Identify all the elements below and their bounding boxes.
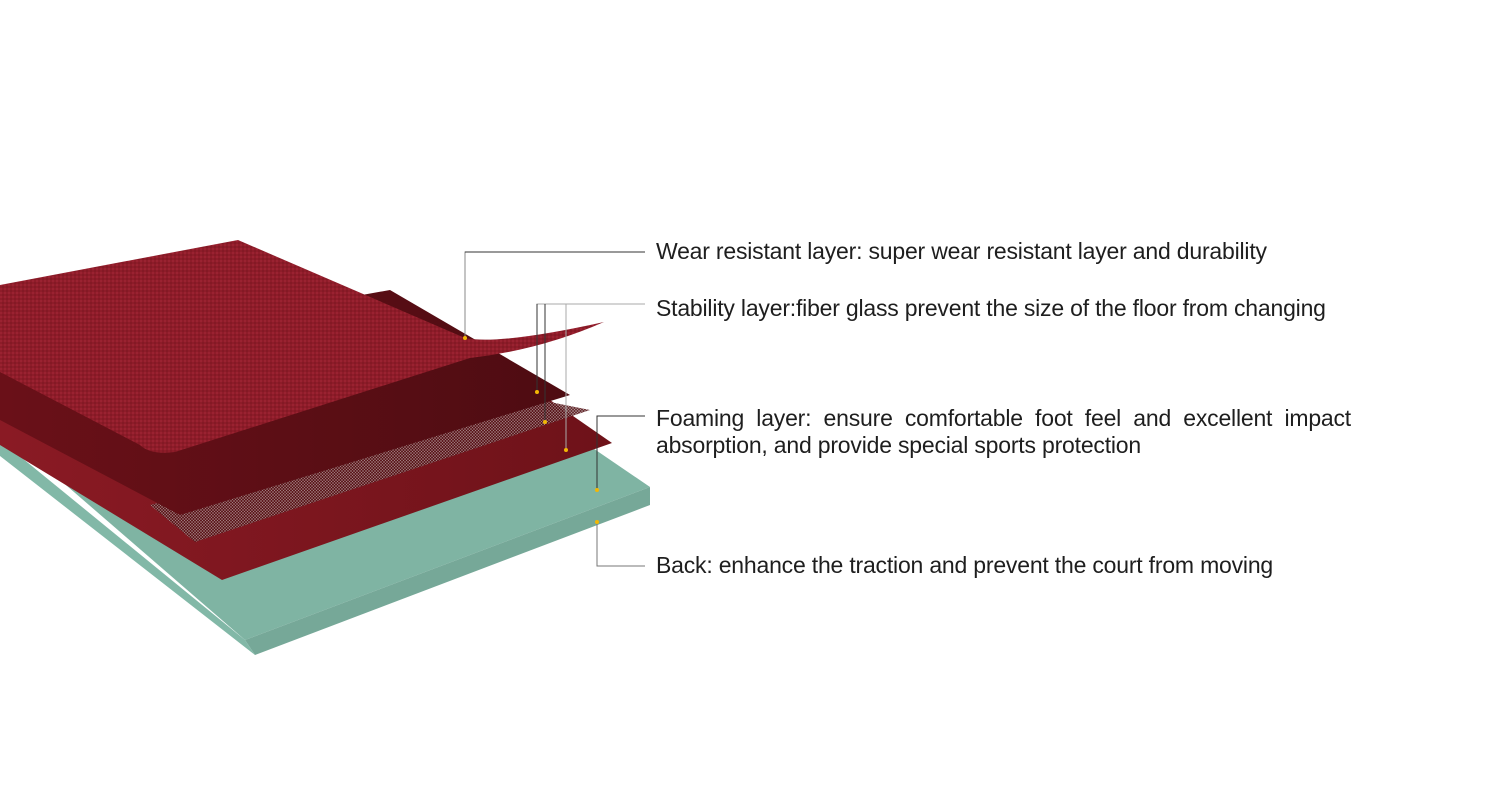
wear-marker: [463, 336, 467, 340]
stability-layer-label: Stability layer:fiber glass prevent the …: [656, 295, 1326, 321]
wear-leader: [464, 251, 645, 338]
markers: [463, 336, 599, 524]
wear-layer: [0, 240, 604, 453]
back-leader: [596, 522, 645, 567]
foaming-leader: [596, 415, 645, 490]
wear-layer-label: Wear resistant layer: super wear resista…: [656, 238, 1267, 264]
stability-marker: [543, 420, 547, 424]
back-layer-label: Back: enhance the traction and prevent t…: [656, 552, 1274, 578]
fiberglass-mesh: [150, 400, 590, 542]
stability-marker: [535, 390, 539, 394]
foaming-layer-label: Foaming layer: ensure comfortable foot f…: [656, 405, 1351, 458]
stability-leader: [536, 303, 645, 392]
leader-lines: [464, 251, 645, 567]
back-marker: [595, 520, 599, 524]
foaming-marker: [595, 488, 599, 492]
stability-marker: [564, 448, 568, 452]
